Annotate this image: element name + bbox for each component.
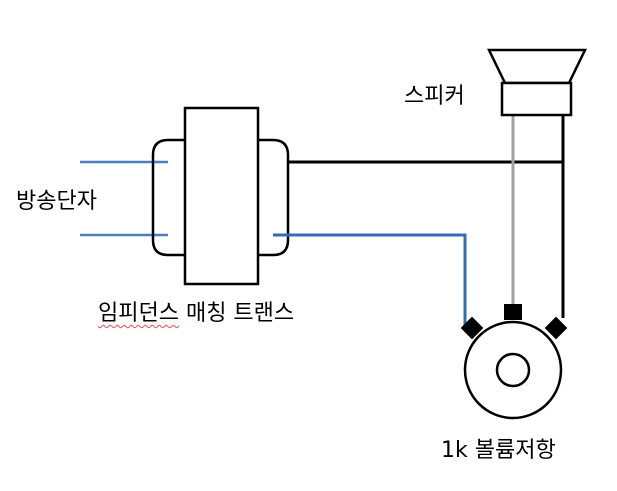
speaker-label: 스피커 — [404, 84, 465, 109]
speaker-cone — [487, 48, 587, 85]
transformer-primary-winding — [151, 138, 185, 257]
volume-resistor-label: 1k 볼륨저항 — [441, 438, 556, 463]
volume-terminal-center — [504, 304, 522, 320]
transformer-secondary-winding — [258, 138, 290, 257]
broadcast-terminal-label: 방송단자 — [16, 189, 97, 214]
transformer-label: 임피던스 매칭 트랜스 — [98, 303, 294, 325]
transformer-core — [183, 106, 260, 286]
transformer-label-underlined-word: 임피던스 — [98, 301, 179, 326]
transformer-label-rest: 매칭 트랜스 — [178, 301, 295, 326]
volume-knob-shaft — [495, 352, 531, 388]
output-wire-signal — [273, 233, 467, 328]
speaker-magnet — [500, 81, 573, 117]
